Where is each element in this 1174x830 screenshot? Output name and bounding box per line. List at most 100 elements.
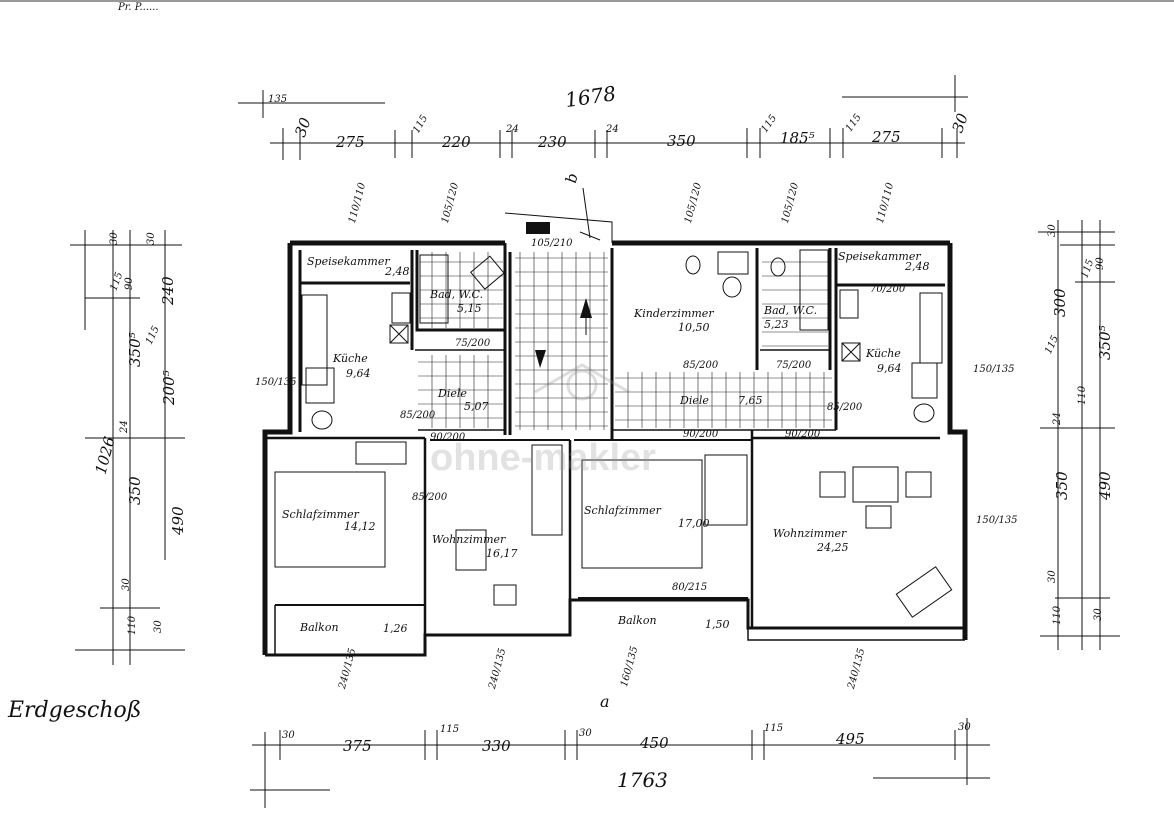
door-label-80: 80/215 xyxy=(672,582,707,593)
room-name-balkon-left: Balkon xyxy=(299,621,339,634)
left-dim-7: 200⁵ xyxy=(160,370,178,406)
bottom-opening-2: 240/135 xyxy=(487,647,509,691)
room-name-diele-left: Diele xyxy=(437,387,467,400)
room-area-schlaf-left: 14,12 xyxy=(344,520,376,533)
bottom-dim-8: 30 xyxy=(958,722,971,733)
watermark: ohne-makler xyxy=(430,363,656,479)
left-window-label: 150/135 xyxy=(255,377,297,388)
room-area-schlaf-right: 17,00 xyxy=(678,517,710,530)
room-area-kueche-right: 9,64 xyxy=(877,362,902,375)
right-dim-0: 30 xyxy=(1047,224,1058,237)
tile-pattern xyxy=(418,252,832,430)
top-dim-5: 230 xyxy=(537,133,567,151)
exterior-walls xyxy=(262,240,968,657)
door-label-90-2: 90/200 xyxy=(683,429,719,440)
left-dim-4: 240 xyxy=(159,276,177,306)
section-mark-bottom: a xyxy=(600,692,610,711)
room-name-kueche-left: Küche xyxy=(332,352,368,365)
top-dim-3: 220 xyxy=(441,133,471,151)
door-label-85-4: 85/200 xyxy=(412,492,448,503)
top-dim-8: 115 xyxy=(759,113,779,135)
top-total-dim: 1678 xyxy=(564,81,618,112)
left-dim-2: 115 xyxy=(108,271,125,293)
door-label-90-1: 90/200 xyxy=(430,432,466,443)
room-area-balkon-left: 1,26 xyxy=(383,622,408,635)
bottom-dim-0: 30 xyxy=(282,730,295,741)
right-dim-11: 110 xyxy=(1052,605,1063,625)
watermark-text: ohne-makler xyxy=(430,437,656,479)
left-total-dim: 1026 xyxy=(92,434,119,476)
room-name-schlaf-right: Schlafzimmer xyxy=(584,504,662,517)
room-name-bad-left: Bad, W.C. xyxy=(429,288,483,301)
window-label-5: 110/110 xyxy=(875,181,897,225)
room-name-kinder: Kinderzimmer xyxy=(633,307,714,320)
top-dim-11: 275 xyxy=(871,128,901,146)
top-dim-2: 115 xyxy=(411,113,430,135)
right-dim-6: 24 xyxy=(1052,412,1063,426)
floor-label: Erdgeschoß xyxy=(7,698,141,723)
right-dim-2: 90 xyxy=(1095,257,1106,270)
bottom-dim-3: 330 xyxy=(482,737,511,755)
door-label-85-2: 85/200 xyxy=(400,410,436,421)
section-mark-top: b xyxy=(562,172,581,185)
bottom-dim-6: 115 xyxy=(764,723,783,734)
room-name-kueche-right: Küche xyxy=(865,347,901,360)
bottom-dim-2: 115 xyxy=(440,724,459,735)
top-dimension-chain xyxy=(238,75,968,160)
room-area-bad-right: 5,23 xyxy=(764,318,789,331)
room-area-wohn-right: 24,25 xyxy=(816,541,849,554)
door-label-90-3: 90/200 xyxy=(785,429,821,440)
room-area-speisekammer-right: 2,48 xyxy=(904,260,930,273)
entry-stairs: b a xyxy=(504,172,613,711)
window-label-2: 105/120 xyxy=(440,181,462,225)
bottom-total-dim: 1763 xyxy=(617,768,668,792)
left-dimension-chain xyxy=(70,230,185,665)
left-dim-12: 110 xyxy=(127,615,138,635)
top-dim-135: 135 xyxy=(268,94,287,105)
top-dim-9: 185⁵ xyxy=(780,129,815,147)
window-label-3: 105/120 xyxy=(683,181,705,225)
top-dim-0: 30 xyxy=(291,115,315,140)
right-dim-5: 350⁵ xyxy=(1096,325,1114,360)
room-area-bad-left: 5,15 xyxy=(457,302,482,315)
bottom-dimension-chain xyxy=(250,718,990,808)
left-dim-9: 350 xyxy=(126,476,144,505)
room-name-speisekammer-right: Speisekammer xyxy=(838,250,921,263)
top-dim-6: 24 xyxy=(605,124,619,135)
left-dim-3: 90 xyxy=(124,277,135,290)
right-dim-8: 350 xyxy=(1053,471,1071,500)
bottom-dim-5: 450 xyxy=(639,734,669,752)
room-name-diele-right: Diele xyxy=(679,394,709,407)
right-dim-4: 115 xyxy=(1043,334,1061,356)
right-window-label: 150/135 xyxy=(973,364,1015,375)
room-area-balkon-right: 1,50 xyxy=(705,618,730,631)
top-dim-4: 24 xyxy=(505,124,519,135)
right-window-2-label: 150/135 xyxy=(976,515,1018,526)
left-dim-10: 490 xyxy=(169,506,187,536)
window-label-1: 110/110 xyxy=(347,181,369,225)
bottom-dim-7: 495 xyxy=(835,730,865,748)
bottom-dim-1: 375 xyxy=(343,737,372,755)
interior-walls xyxy=(265,243,945,635)
room-name-wohn-right: Wohnzimmer xyxy=(773,527,847,540)
room-area-kinder: 10,50 xyxy=(678,321,710,334)
bottom-dim-4: 30 xyxy=(579,728,592,739)
left-dim-5: 115 xyxy=(144,324,162,346)
left-dim-13: 30 xyxy=(153,620,164,633)
room-area-speisekammer-left: 2,48 xyxy=(384,265,410,278)
room-name-wohn-left: Wohnzimmer xyxy=(432,533,506,546)
room-area-diele-right: 7,65 xyxy=(738,394,763,407)
left-dim-11: 30 xyxy=(121,578,132,591)
entry-label: 105/210 xyxy=(531,238,573,249)
door-label-85-3: 85/200 xyxy=(827,402,863,413)
room-area-kueche-left: 9,64 xyxy=(346,367,371,380)
fixtures xyxy=(274,249,953,618)
right-dim-3: 300 xyxy=(1051,288,1069,317)
right-dim-12: 30 xyxy=(1093,608,1104,621)
right-dimension-chain xyxy=(1038,220,1120,650)
right-dim-10: 30 xyxy=(1047,570,1058,583)
door-label-85-1: 85/200 xyxy=(683,360,719,371)
room-name-speisekammer-left: Speisekammer xyxy=(307,255,390,268)
door-label-75-2: 75/200 xyxy=(776,360,812,371)
